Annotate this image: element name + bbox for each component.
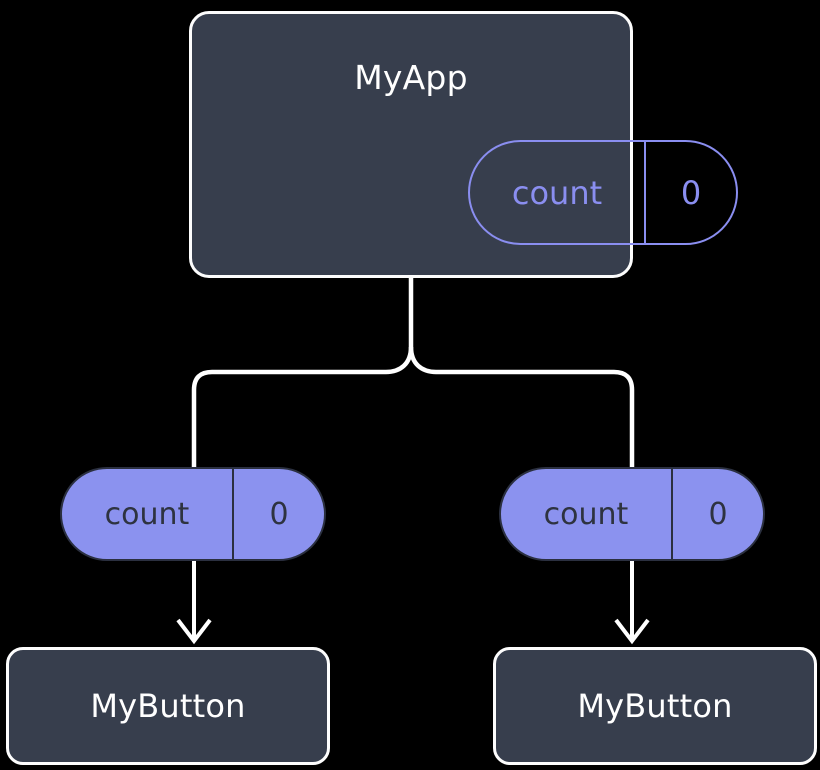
component-node-myapp[interactable]: MyApp count 0 [189,11,738,278]
state-pill-branch-right[interactable]: count 0 [499,467,765,561]
arrow-head-left-icon [176,618,212,645]
component-node-mybutton-right[interactable]: MyButton [493,647,817,765]
state-key-branch-left: count [62,469,234,559]
arrow-head-right-icon [614,618,650,645]
component-label-mybutton-left: MyButton [90,687,246,725]
connector-branch-right [408,346,635,470]
state-value-branch-left: 0 [269,496,289,532]
connector-branch-left [191,346,414,470]
component-label-myapp: MyApp [354,58,468,97]
component-node-mybutton-left[interactable]: MyButton [6,647,330,765]
component-label-mybutton-right: MyButton [577,687,733,725]
state-key-root: count [470,142,646,243]
state-key-branch-right: count [501,469,673,559]
state-pill-root[interactable]: count 0 [468,140,738,245]
state-pill-branch-left[interactable]: count 0 [60,467,326,561]
state-value-branch-right: 0 [708,496,728,532]
state-value-root: 0 [680,173,702,212]
